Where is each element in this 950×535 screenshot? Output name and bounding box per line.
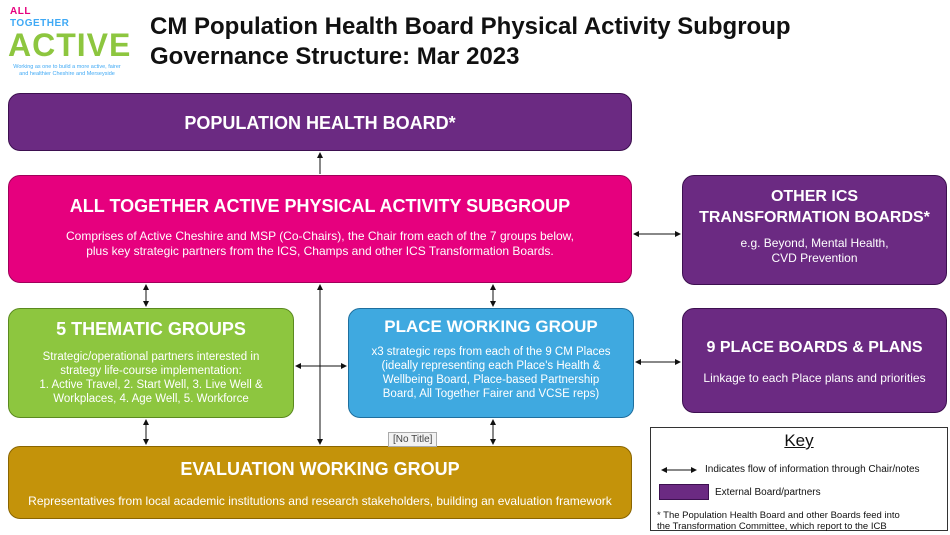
logo-text-all: ALL — [10, 6, 31, 17]
place-boards-title: 9 PLACE BOARDS & PLANS — [706, 339, 923, 356]
key-swatch-row: External Board/partners — [659, 484, 821, 500]
other-ics-desc-line-2: CVD Prevention — [771, 251, 858, 265]
place-working-desc-line-3: Wellbeing Board, Place-based Partnership — [382, 374, 600, 386]
thematic-desc-line-1: Strategic/operational partners intereste… — [42, 351, 260, 363]
other-ics-desc-line-1: e.g. Beyond, Mental Health, — [740, 236, 889, 250]
no-title-tooltip: [No Title] — [388, 432, 438, 447]
place-working-description: x3 strategic reps from each of the 9 CM … — [349, 345, 633, 401]
key-arrow-label: Indicates flow of information through Ch… — [705, 464, 920, 475]
place-working-desc-line-4: Board, All Together Fairer and VCSE reps… — [382, 388, 600, 400]
place-working-desc-line-2: (ideally representing each Place's Healt… — [381, 360, 601, 372]
subgroup-desc-line-1: Comprises of Active Cheshire and MSP (Co… — [65, 229, 574, 243]
subgroup-title: ALL TOGETHER ACTIVE PHYSICAL ACTIVITY SU… — [69, 196, 571, 216]
key-note-line-1: * The Population Health Board and other … — [657, 510, 900, 521]
other-ics-title-line-2: TRANSFORMATION BOARDS* — [699, 209, 930, 226]
key-swatch-label: External Board/partners — [715, 486, 821, 498]
thematic-desc-line-4: Workplaces, 4. Age Well, 5. Workforce — [53, 393, 249, 405]
thematic-groups-box: 5 THEMATIC GROUPS Strategic/operational … — [8, 308, 294, 418]
key-arrow-row: Indicates flow of information through Ch… — [659, 464, 920, 475]
title-line-2: Governance Structure: Mar 2023 — [150, 43, 520, 70]
page-title: CM Population Health Board Physical Acti… — [150, 12, 791, 72]
place-working-group-box: PLACE WORKING GROUP x3 strategic reps fr… — [348, 308, 634, 418]
legend-key: Key Indicates flow of information throug… — [650, 427, 948, 532]
logo-text-together: TOGETHER — [10, 18, 70, 29]
population-health-board-box: POPULATION HEALTH BOARD* — [8, 93, 632, 151]
logo-text-active: ACTIVE — [8, 27, 132, 63]
thematic-desc-line-2: strategy life-course implementation: — [60, 365, 242, 377]
thematic-desc-line-3: 1. Active Travel, 2. Start Well, 3. Live… — [39, 379, 263, 391]
other-ics-title: OTHER ICS TRANSFORMATION BOARDS* — [683, 186, 946, 228]
all-together-active-logo: ALL TOGETHER ACTIVE Working as one to bu… — [8, 6, 130, 82]
thematic-description: Strategic/operational partners intereste… — [9, 350, 293, 406]
key-note-line-2: the Transformation Committee, which repo… — [657, 521, 887, 532]
phb-title: POPULATION HEALTH BOARD* — [184, 113, 456, 133]
key-footnote: * The Population Health Board and other … — [657, 510, 945, 532]
evaluation-title: EVALUATION WORKING GROUP — [180, 459, 460, 479]
key-title: Key — [784, 431, 814, 450]
place-working-title: PLACE WORKING GROUP — [384, 317, 598, 336]
other-ics-boards-box: OTHER ICS TRANSFORMATION BOARDS* e.g. Be… — [682, 175, 947, 285]
thematic-title: 5 THEMATIC GROUPS — [56, 319, 246, 339]
subgroup-box: ALL TOGETHER ACTIVE PHYSICAL ACTIVITY SU… — [8, 175, 632, 283]
place-boards-box: 9 PLACE BOARDS & PLANS Linkage to each P… — [682, 308, 947, 413]
place-working-desc-line-1: x3 strategic reps from each of the 9 CM … — [371, 346, 611, 358]
subgroup-desc-line-2: plus key strategic partners from the ICS… — [86, 244, 554, 258]
place-boards-description: Linkage to each Place plans and prioriti… — [703, 371, 926, 385]
other-ics-title-line-1: OTHER ICS — [770, 188, 859, 205]
double-arrow-icon — [661, 466, 697, 473]
logo-tagline: Working as one to build a more active, f… — [13, 64, 121, 77]
other-ics-description: e.g. Beyond, Mental Health, CVD Preventi… — [683, 236, 946, 266]
evaluation-working-group-box: EVALUATION WORKING GROUP Representatives… — [8, 446, 632, 519]
external-board-swatch — [659, 484, 709, 500]
subgroup-description: Comprises of Active Cheshire and MSP (Co… — [9, 229, 631, 259]
title-line-1: CM Population Health Board Physical Acti… — [150, 13, 791, 40]
evaluation-description: Representatives from local academic inst… — [28, 494, 612, 508]
